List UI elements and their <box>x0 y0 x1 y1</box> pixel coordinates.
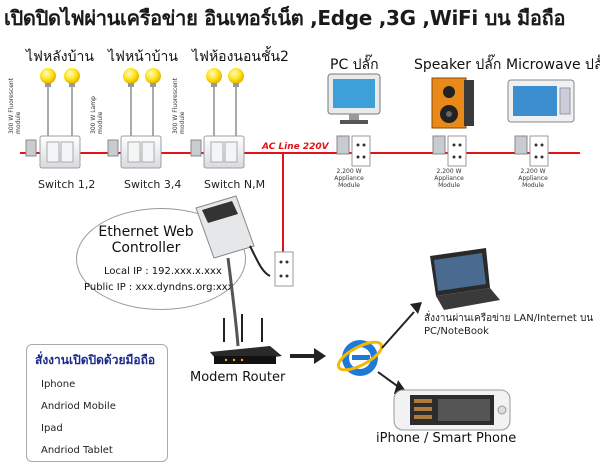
switch-label: Switch N,M <box>204 178 266 191</box>
module-box-icon <box>190 139 202 157</box>
outlet-icon <box>432 135 467 167</box>
module-box-icon <box>107 139 119 157</box>
bulb-icon <box>145 68 161 138</box>
wall-switch-icon <box>120 135 162 169</box>
list-item: Ipad <box>41 423 63 434</box>
microwave-icon <box>507 79 575 123</box>
module-box-icon <box>25 139 37 157</box>
mobile-control-panel: สั่งงานเปิดปิดด้วยมือถือ Iphone Andriod … <box>26 344 168 462</box>
laptop-icon <box>430 248 500 310</box>
smartphone-icon <box>393 389 511 431</box>
appliance-module-label: 2,200 W Appliance Module <box>434 168 464 189</box>
switch-label: Switch 1,2 <box>38 178 96 191</box>
bulb-icon <box>228 68 244 138</box>
room-label-back: ไฟหลังบ้าน <box>26 49 94 65</box>
public-ip: Public IP : xxx.dyndns.org:xxx <box>84 282 234 293</box>
panel-heading: สั่งงานเปิดปิดด้วยมือถือ <box>35 353 156 367</box>
switch-label: Switch 3,4 <box>124 178 182 191</box>
appliance-module-label: 2,200 W Appliance Module <box>334 168 364 189</box>
bulb-icon <box>40 68 56 138</box>
appliance-module-label: 2,200 W Appliance Module <box>518 168 548 189</box>
appliance-label-microwave: Microwave ปลั๊ก <box>506 57 600 73</box>
speaker-icon <box>431 77 474 129</box>
appliance-label-speaker: Speaker ปลั๊ก <box>414 57 502 73</box>
outlet-icon <box>336 135 371 167</box>
bulb-icon <box>206 68 222 138</box>
ac-line-horizontal <box>20 152 580 154</box>
lan-label: สั่งงานผ่านเครือข่าย LAN/Internet บน PC/… <box>424 313 594 337</box>
ethernet-controller-icon <box>195 195 255 259</box>
phone-label: iPhone / Smart Phone <box>376 431 517 446</box>
modem-router-icon <box>210 314 282 364</box>
bulb-icon <box>64 68 80 138</box>
outlet-icon <box>514 135 549 167</box>
wall-switch-icon <box>203 135 245 169</box>
bulb-icon <box>123 68 139 138</box>
list-item: Iphone <box>41 379 76 390</box>
internet-explorer-icon <box>336 340 384 376</box>
local-ip: Local IP : 192.xxx.x.xxx <box>104 266 222 277</box>
ac-line-drop <box>282 152 284 252</box>
wall-outlet-icon <box>274 251 294 287</box>
pc-monitor-icon <box>327 73 381 124</box>
page-title: เปิดปิดไฟผ่านเครือข่าย อินเทอร์เน็ต ,Edg… <box>4 6 566 30</box>
controller-title: Ethernet Web Controller <box>98 224 194 256</box>
list-item: Andriod Tablet <box>41 445 113 456</box>
wall-switch-icon <box>39 135 81 169</box>
list-item: Andriod Mobile <box>41 401 116 412</box>
appliance-label-pc: PC ปลั๊ก <box>330 57 379 73</box>
lighting-graphics <box>25 68 575 169</box>
ac-line-label: AC Line 220V <box>262 142 329 152</box>
room-label-bedroom: ไฟห้องนอนชั้น2 <box>192 49 289 65</box>
router-label: Modem Router <box>190 370 286 385</box>
room-label-front: ไฟหน้าบ้าน <box>108 49 178 65</box>
